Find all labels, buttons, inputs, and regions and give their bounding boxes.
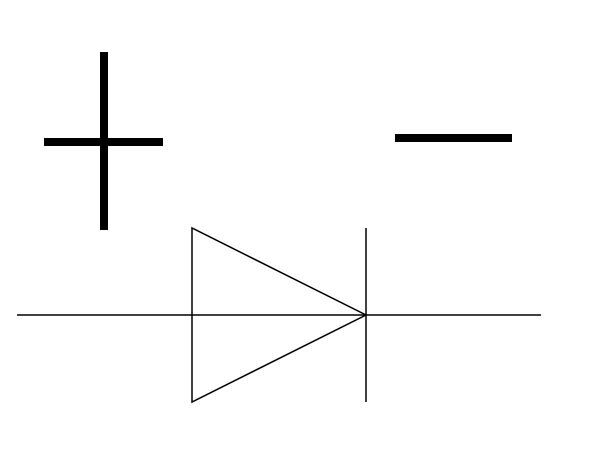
diode-symbol-icon bbox=[17, 226, 541, 404]
plus-sign-icon bbox=[44, 52, 163, 230]
